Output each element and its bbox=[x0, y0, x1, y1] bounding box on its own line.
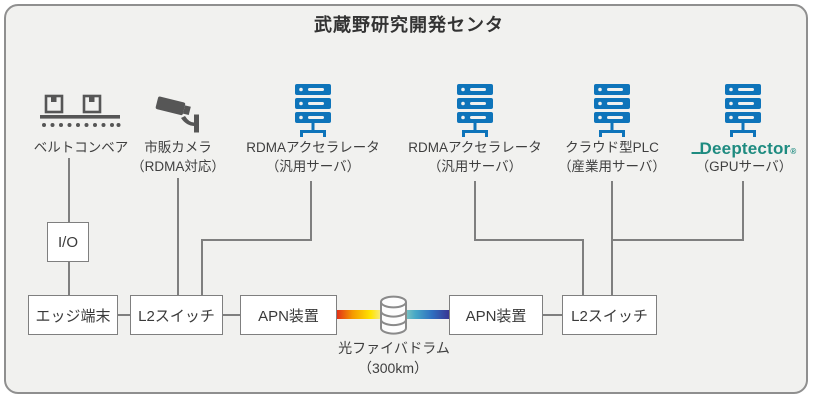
connector-rdma2-down bbox=[474, 181, 476, 241]
apn-device-left-label: APN装置 bbox=[258, 307, 319, 325]
diagram-title: 武蔵野研究開発センタ bbox=[314, 15, 504, 35]
connector-camera-l2left bbox=[177, 178, 179, 295]
plc-label: クラウド型PLC bbox=[565, 140, 659, 155]
connector-l2left-apnleft bbox=[223, 314, 240, 316]
connector-rdma1-l2left bbox=[201, 239, 203, 295]
deeptector-logo: Deeptector® bbox=[691, 139, 797, 158]
server-icon-rdma2 bbox=[457, 84, 493, 137]
gpu-server-sublabel: （GPUサーバ） bbox=[695, 159, 793, 174]
rdma2-sublabel: （汎用サーバ） bbox=[427, 159, 523, 174]
connector-apnright-l2right bbox=[543, 314, 562, 316]
connector-rdma2-l2right bbox=[582, 239, 584, 295]
rdma1-sublabel: （汎用サーバ） bbox=[265, 159, 361, 174]
camera-label: 市販カメラ bbox=[144, 140, 212, 155]
camera-sublabel: （RDMA対応） bbox=[131, 159, 225, 174]
io-box: I/O bbox=[47, 222, 89, 262]
edge-terminal-label: エッジ端末 bbox=[35, 307, 111, 325]
connector-conveyor-io bbox=[68, 158, 70, 222]
l2-switch-right-label: L2スイッチ bbox=[571, 307, 648, 325]
fiber-drum-distance: （300km） bbox=[357, 360, 429, 376]
l2-switch-left-label: L2スイッチ bbox=[138, 307, 215, 325]
belt-conveyor-icon bbox=[40, 94, 121, 127]
apn-device-right-label: APN装置 bbox=[465, 307, 527, 325]
rdma1-label: RDMAアクセラレータ bbox=[246, 140, 380, 155]
io-box-label: I/O bbox=[57, 233, 78, 251]
connector-edge-l2left bbox=[118, 314, 130, 316]
server-icon-plc bbox=[594, 84, 630, 137]
edge-terminal-box: エッジ端末 bbox=[28, 295, 118, 335]
connector-io-edge bbox=[68, 262, 70, 295]
l2-switch-left-box: L2スイッチ bbox=[130, 295, 223, 335]
apn-device-right-box: APN装置 bbox=[449, 295, 543, 335]
connector-rdma1-across bbox=[201, 239, 312, 241]
camera-icon bbox=[155, 96, 199, 133]
plc-sublabel: （産業用サーバ） bbox=[558, 159, 666, 174]
deeptector-logo-text: Deeptector bbox=[699, 139, 791, 158]
deeptector-logo-foot bbox=[691, 151, 701, 154]
connector-plc-l2right bbox=[611, 181, 613, 295]
rdma2-label: RDMAアクセラレータ bbox=[408, 140, 542, 155]
connector-rdma1-down bbox=[310, 181, 312, 241]
server-icon-gpu bbox=[725, 84, 761, 137]
l2-switch-right-box: L2スイッチ bbox=[562, 295, 657, 335]
registered-mark-icon: ® bbox=[790, 147, 797, 156]
connector-gpu-down bbox=[742, 181, 744, 241]
connector-gpu-across bbox=[611, 239, 744, 241]
connector-rdma2-across bbox=[474, 239, 584, 241]
fiber-drum-icon bbox=[380, 295, 407, 335]
belt-conveyor-label: ベルトコンベア bbox=[33, 140, 129, 155]
apn-device-left-box: APN装置 bbox=[240, 295, 337, 335]
fiber-drum-label: 光ファイバドラム bbox=[338, 340, 450, 356]
server-icon-rdma1 bbox=[295, 84, 331, 137]
